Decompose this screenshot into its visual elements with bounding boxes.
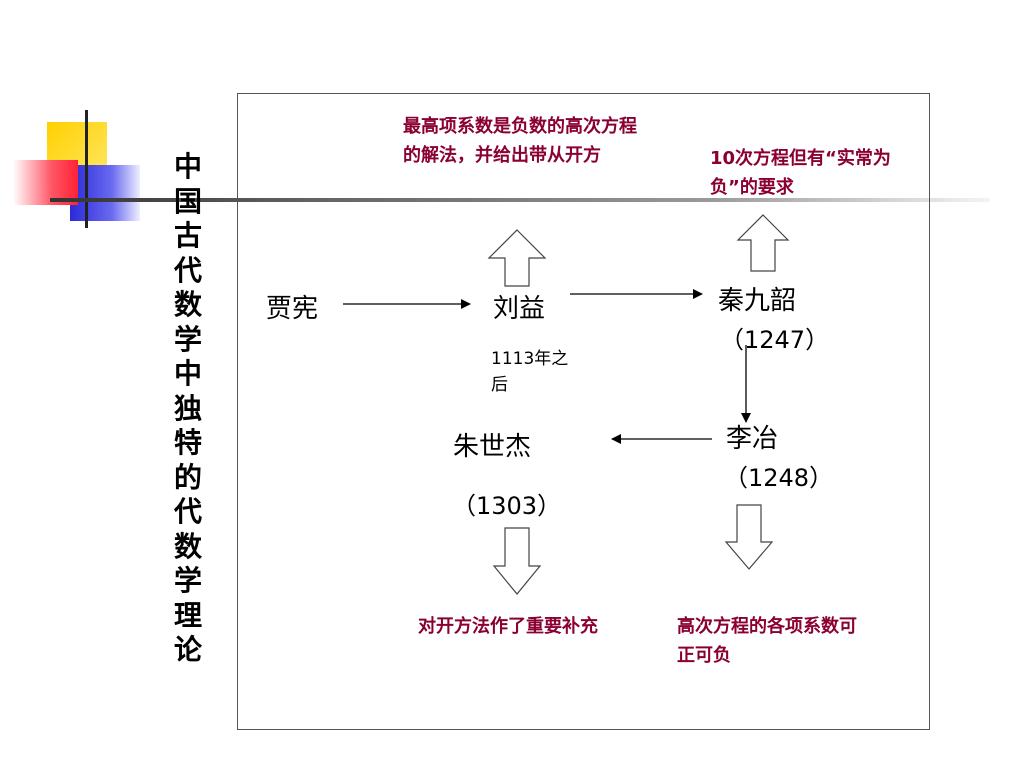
node-qinjiushao-year: （1247） [720,326,830,354]
note-qin: 10次方程但有“实常为负”的要求 [710,148,891,198]
hollow-down-arrow-zhu [492,527,542,595]
node-liuyi-year: 1113年之后 [491,349,569,395]
node-liye: 李冶 [726,424,779,454]
node-jiaxian: 贾宪 [266,294,319,324]
node-qinjiushao: 秦九韶 [718,286,797,316]
deco-horizontal-line [50,198,990,202]
note-liye: 高次方程的各项系数可正可负 [677,616,857,666]
deco-blue-square [70,165,140,221]
note-liuyi: 最高项系数是负数的高次方程的解法，并给出带从开方 [403,116,637,166]
page-title: 中国古代数学中独特的代数学理论 [173,150,202,666]
node-liuyi: 刘益 [493,294,546,324]
hollow-down-arrow-liye [724,504,774,570]
hollow-up-arrow-liuyi [487,229,547,287]
node-zhushijie: 朱世杰 [453,432,532,462]
deco-red-square [13,160,78,205]
node-zhushijie-year: （1303） [452,492,562,520]
node-liye-year: （1248） [724,464,834,492]
deco-vertical-line [85,110,88,228]
note-zhu: 对开方法作了重要补充 [418,616,598,637]
diagram-frame [237,93,930,730]
hollow-up-arrow-qin [736,214,790,272]
